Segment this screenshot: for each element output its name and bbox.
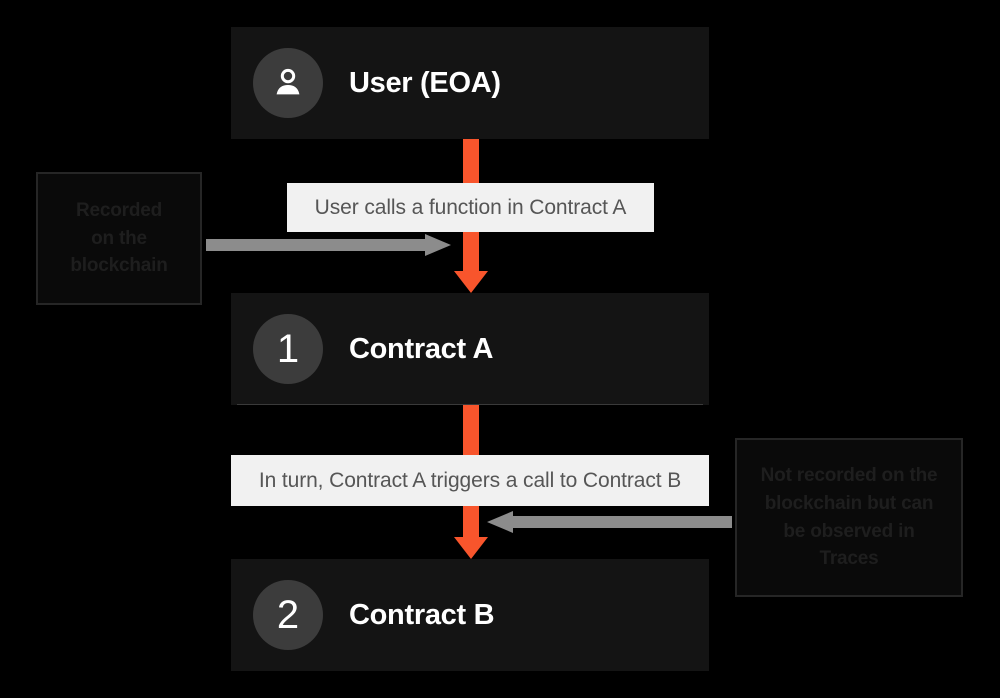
- step-number: 2: [276, 593, 300, 637]
- annotation-line-2: blockchain but can: [764, 492, 934, 514]
- arrow-head-down-icon: [454, 537, 488, 559]
- annotation-line-3: blockchain: [70, 255, 168, 277]
- node-contract-b[interactable]: 2 Contract B: [231, 559, 709, 671]
- node-contract-a[interactable]: 1 Contract A: [231, 293, 709, 405]
- arrow-shaft: [206, 239, 428, 251]
- annotation-line-1: Recorded: [75, 200, 163, 222]
- annotation-line-4: Traces: [819, 548, 879, 570]
- arrow-head-right-icon: [425, 234, 451, 256]
- pointer-arrow-right: [206, 234, 451, 256]
- node-label: Contract A: [349, 332, 494, 365]
- arrow-shaft: [510, 516, 732, 528]
- caption-user-calls-contract-a: User calls a function in Contract A: [287, 183, 654, 232]
- step-number: 1: [276, 327, 300, 371]
- pointer-arrow-left: [487, 511, 732, 533]
- user-icon: [276, 68, 300, 95]
- annotation-text: Not recorded on the blockchain but can b…: [761, 462, 938, 572]
- caption-contract-a-triggers-contract-b: In turn, Contract A triggers a call to C…: [231, 455, 709, 506]
- annotation-line-2: on the: [91, 227, 147, 249]
- node-label: User (EOA): [349, 66, 501, 99]
- user-avatar-badge: [253, 48, 323, 118]
- annotation-line-1: Not recorded on the: [760, 465, 938, 487]
- caption-text: In turn, Contract A triggers a call to C…: [258, 468, 682, 492]
- node-user-eoa[interactable]: User (EOA): [231, 27, 709, 139]
- arrow-head-left-icon: [487, 511, 513, 533]
- annotation-line-3: be observed in: [783, 520, 915, 542]
- step-number-badge: 1: [253, 314, 323, 384]
- caption-text: User calls a function in Contract A: [314, 195, 627, 219]
- annotation-not-recorded-on-blockchain: Not recorded on the blockchain but can b…: [735, 438, 963, 597]
- arrow-head-down-icon: [454, 271, 488, 293]
- step-number-badge: 2: [253, 580, 323, 650]
- annotation-recorded-on-blockchain: Recorded on the blockchain: [36, 172, 202, 305]
- node-label: Contract B: [349, 598, 495, 631]
- annotation-text: Recorded on the blockchain: [70, 197, 167, 280]
